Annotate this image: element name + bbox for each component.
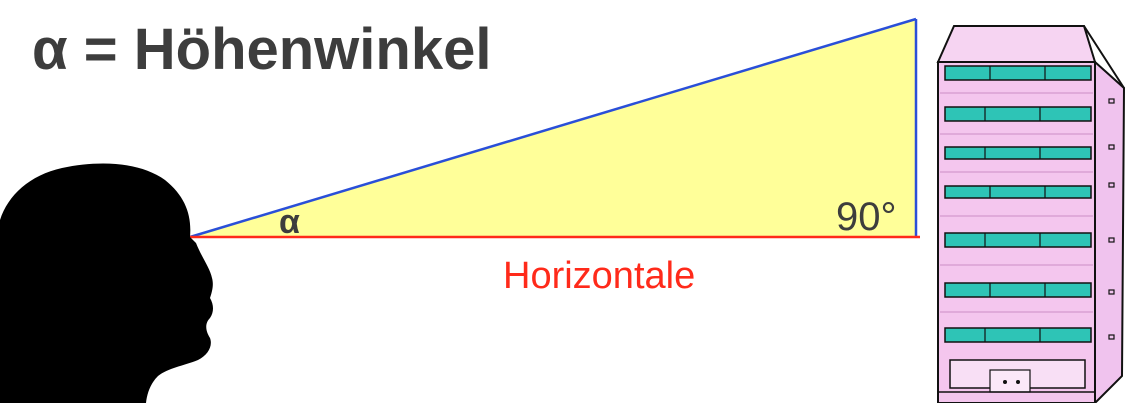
right-angle-label: 90° — [836, 195, 897, 239]
head-silhouette-icon — [0, 163, 213, 403]
line-of-sight — [189, 17, 917, 239]
alpha-angle-label: α — [279, 203, 300, 241]
high-rise-building-icon — [936, 25, 1126, 403]
diagram-title: α = Höhenwinkel — [32, 17, 491, 82]
horizontal-label: Horizontale — [503, 255, 695, 297]
